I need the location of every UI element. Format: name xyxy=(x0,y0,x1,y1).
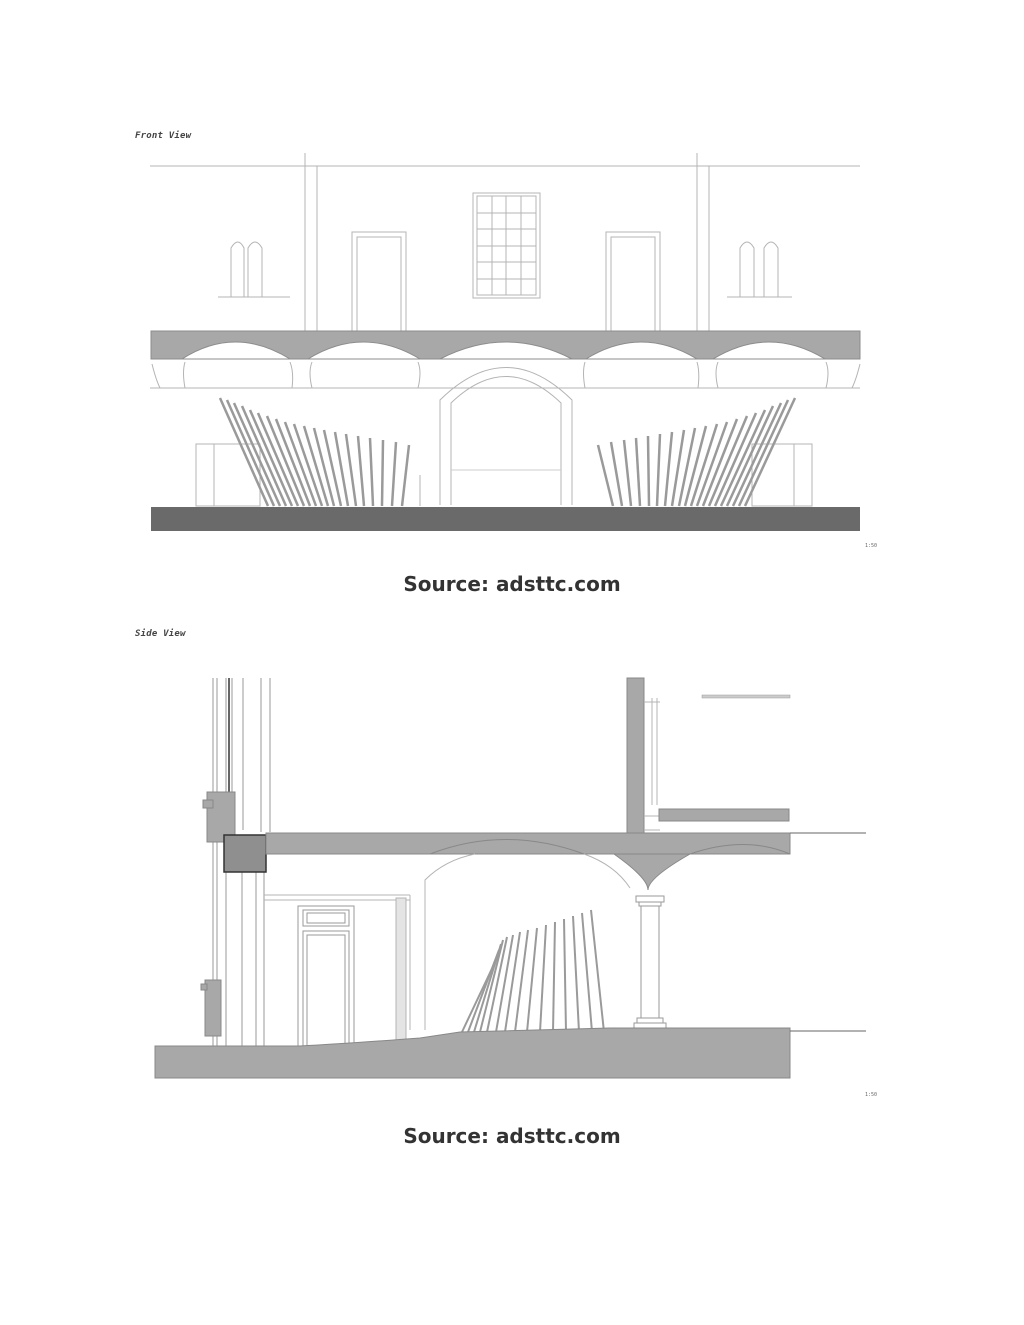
side-caption: Source: adsttc.com xyxy=(403,1124,621,1148)
front-view-label: Front View xyxy=(135,131,192,141)
side-view-label: Side View xyxy=(135,629,186,639)
front-scale-label: 1:50 xyxy=(865,543,878,549)
side-view-drawing xyxy=(154,677,866,1079)
front-view-drawing xyxy=(150,153,861,531)
side-scale-label: 1:50 xyxy=(865,1092,878,1098)
front-caption: Source: adsttc.com xyxy=(403,572,621,596)
